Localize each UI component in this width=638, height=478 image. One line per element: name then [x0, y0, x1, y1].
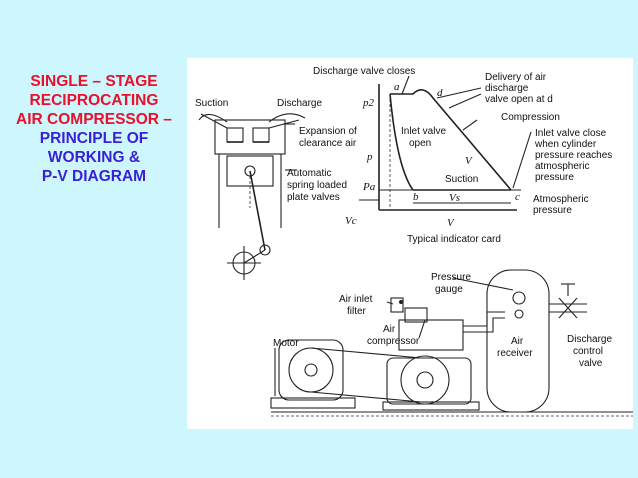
label-inlet-close-3: pressure reaches [535, 150, 612, 161]
label-air-inlet-1: Air inlet [339, 294, 373, 305]
label-motor: Motor [273, 338, 299, 349]
title-line-6: P-V DIAGRAM [41, 168, 147, 185]
label-delivery-1: Delivery of air [485, 72, 547, 83]
label-auto-2: spring loaded [287, 180, 347, 191]
label-air-compressor-2: compressor [367, 336, 420, 347]
label-inlet-close-1: Inlet valve close [535, 128, 607, 139]
label-discharge-control-2: control [573, 346, 603, 357]
label-air-inlet-2: filter [347, 306, 367, 317]
label-inlet-close-5: pressure [535, 172, 574, 183]
label-compression: Compression [501, 112, 560, 123]
label-v-curve: V [465, 155, 473, 167]
label-point-d: d [437, 87, 443, 99]
label-point-b: b [413, 191, 419, 203]
label-air-compressor-1: Air [383, 324, 396, 335]
label-point-a: a [394, 81, 400, 93]
label-p: p [366, 151, 373, 163]
label-pa: Pa [362, 181, 376, 193]
label-suction-pv: Suction [445, 174, 478, 185]
label-typical-card: Typical indicator card [407, 234, 501, 245]
label-inlet-close-2: when cylinder [534, 139, 597, 150]
label-auto-3: plate valves [287, 192, 340, 203]
title-line-4: PRINCIPLE OF [39, 130, 149, 147]
label-discharge: Discharge [277, 98, 322, 109]
label-suction: Suction [195, 98, 228, 109]
title-line-3: AIR COMPRESSOR – [16, 111, 172, 128]
label-point-c: c [515, 191, 520, 203]
label-inlet-close-4: atmospheric [535, 161, 589, 172]
label-pressure-gauge-2: gauge [435, 284, 463, 295]
label-vc: Vc [345, 215, 357, 227]
compressor-diagram: Suction Discharge Expansion of clearance… [195, 66, 633, 417]
title-line-1: SINGLE – STAGE [30, 73, 158, 90]
label-pressure-gauge-1: Pressure [431, 272, 471, 283]
label-p2: p2 [362, 97, 375, 109]
label-atmospheric-1: Atmospheric [533, 194, 589, 205]
label-expansion-2: clearance air [299, 138, 357, 149]
label-inlet-open-1: Inlet valve [401, 126, 446, 137]
compressor-plant [270, 269, 633, 417]
label-vs: Vs [449, 192, 460, 204]
label-expansion-1: Expansion of [299, 126, 357, 137]
label-delivery-3: valve open at d [485, 94, 553, 105]
label-air-receiver-1: Air [511, 336, 524, 347]
label-inlet-open-2: open [409, 138, 431, 149]
cylinder-schematic [198, 113, 306, 280]
label-air-receiver-2: receiver [497, 348, 533, 359]
pv-diagram [359, 75, 532, 211]
slide-title: SINGLE – STAGE RECIPROCATING AIR COMPRES… [6, 72, 182, 186]
title-line-2: RECIPROCATING [29, 92, 159, 109]
label-delivery-2: discharge [485, 83, 529, 94]
diagram-panel: Suction Discharge Expansion of clearance… [187, 58, 633, 429]
label-discharge-control-1: Discharge [567, 334, 612, 345]
label-auto-1: Automatic [287, 168, 331, 179]
label-discharge-control-3: valve [579, 358, 603, 369]
label-discharge-valve-closes: Discharge valve closes [313, 66, 415, 77]
title-line-5: WORKING & [47, 149, 141, 166]
label-atmospheric-2: pressure [533, 205, 572, 216]
label-v-axis: V [447, 217, 455, 229]
